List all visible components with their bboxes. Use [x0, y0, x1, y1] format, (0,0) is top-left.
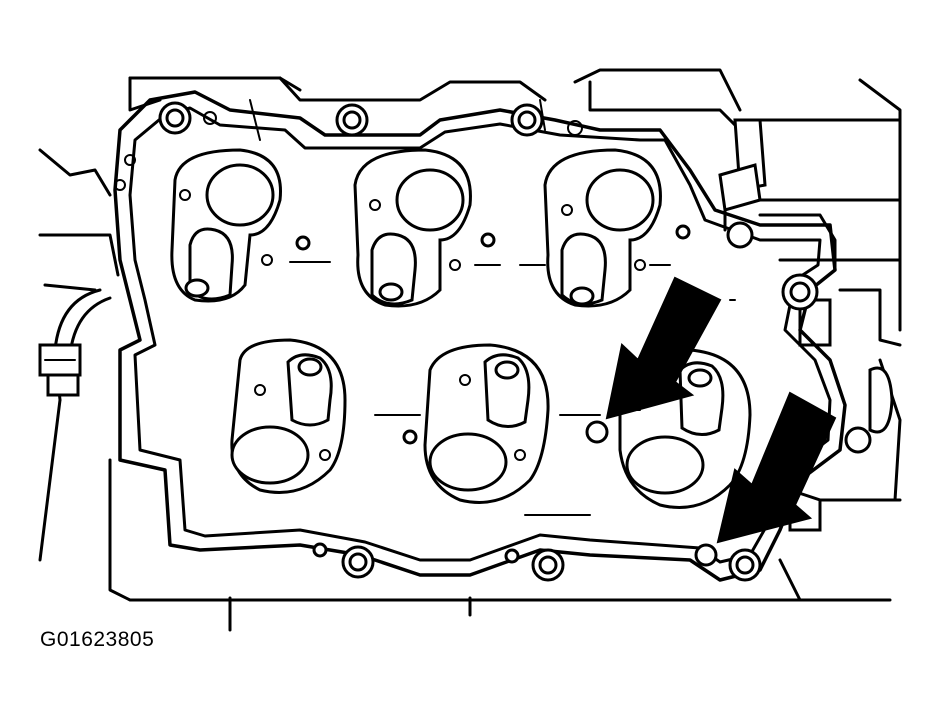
- arrow-icon: [716, 391, 837, 544]
- sensor: [718, 118, 767, 232]
- upper-port-left: [170, 148, 282, 303]
- arrow-icon: [605, 276, 722, 420]
- upper-port-right: [543, 148, 662, 308]
- figure-id-label: G01623805: [40, 628, 155, 651]
- lower-port-middle: [423, 343, 550, 504]
- fuel-line: [38, 288, 112, 402]
- bolt-holes: [114, 101, 819, 582]
- lower-port-left: [230, 338, 347, 494]
- upper-port-middle: [353, 148, 472, 308]
